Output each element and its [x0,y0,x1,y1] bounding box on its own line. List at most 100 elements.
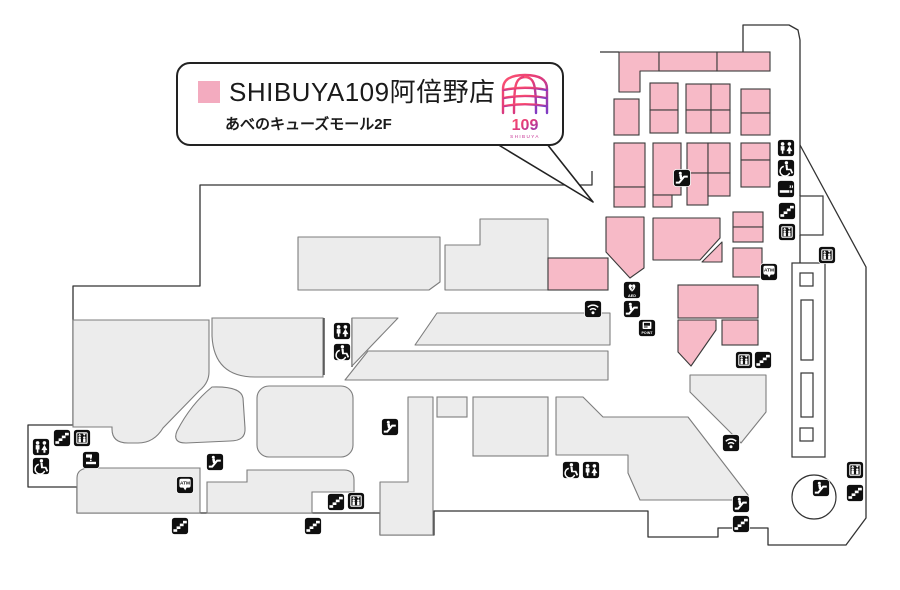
store-block [472,396,549,457]
shibuya109-area-block [613,142,646,188]
shibuya109-area-block [677,284,759,319]
logo-109-text: 109 [512,117,539,134]
smoking-icon [777,180,795,198]
shibuya109-area-block [732,211,764,228]
shibuya109-area-block [740,159,771,188]
shop-title: SHIBUYA109阿倍野店 [229,77,496,107]
shibuya109-building-glyph [501,73,549,115]
restroom-icon [333,322,351,340]
shibuya109-area-block [686,142,709,174]
escalator-icon [206,453,224,471]
shibuya109-area-block [707,172,731,197]
stairs-icon [778,202,796,220]
shibuya109-area-block [716,51,771,72]
escalator-icon [623,300,641,318]
shibuya109-area-block [613,186,646,208]
restroom-icon [32,438,50,456]
escalator-icon [812,479,830,497]
shibuya109-area-block [685,109,712,134]
store-block [444,218,549,291]
shibuya109-area-block [677,319,717,367]
fountain-icon [82,451,100,469]
wifi-icon [584,300,602,318]
elevator-icon [347,492,365,510]
shibuya109-area-block [710,83,731,111]
escalator-icon [673,169,691,187]
shop-location-subtitle: あべのキューズモール2F [225,116,392,133]
store-block [351,317,399,367]
shop-callout: SHIBUYA109阿倍野店 あべのキューズモール2F 109 SHIBUYA [176,62,564,146]
highlight-color-swatch [198,81,220,103]
shibuya109-area-block [658,51,718,72]
wheelchair-icon [562,461,580,479]
atm-icon: ATM [760,263,778,281]
store-block [436,396,468,418]
shibuya109-area-block [605,216,645,279]
stairs-icon [304,517,322,535]
shibuya109-area-block [740,112,771,136]
shibuya109-logo: 109 SHIBUYA [501,73,549,139]
stairs-icon [754,351,772,369]
building-outline [742,24,801,196]
elevator-icon [846,461,864,479]
stairwell-shaft [800,299,814,361]
shibuya109-area-block [732,247,763,278]
elevator-icon [818,246,836,264]
svg-text:AED: AED [628,294,636,298]
elevator-icon [778,223,796,241]
shibuya109-area-block [613,98,640,136]
stairs-icon [171,517,189,535]
store-block [72,319,210,444]
shibuya109-area-block [732,226,764,243]
restroom-icon [582,461,600,479]
point-icon: POINT [638,319,656,337]
aed-icon: AED [623,281,641,299]
shibuya109-area-block [547,257,609,291]
stairwell-shaft [799,272,814,287]
stairs-icon [732,515,750,533]
store-block [414,312,611,346]
shibuya109-area-block [652,194,673,208]
store-block [689,374,767,444]
escalator-icon [381,418,399,436]
wheelchair-icon [777,159,795,177]
stairwell-shaft [799,195,824,236]
store-block [256,385,354,458]
wifi-icon [722,434,740,452]
shibuya109-area-block [649,82,679,111]
stairwell-shaft [800,372,814,418]
stairs-icon [53,429,71,447]
shibuya109-area-block [652,142,682,196]
shibuya109-area-block [710,109,731,134]
store-block [206,469,355,514]
logo-brand-text: SHIBUYA [510,134,540,139]
escalator-icon [732,495,750,513]
store-block [297,236,441,291]
shibuya109-area-block [652,217,721,261]
svg-text:POINT: POINT [642,331,654,335]
shibuya109-area-block [649,109,679,134]
store-block [344,350,609,381]
stairs-icon [327,493,345,511]
store-block [211,317,324,378]
wheelchair-icon [333,343,351,361]
shibuya109-area-block [740,142,771,161]
elevator-icon [73,429,91,447]
stairwell-shaft [799,427,814,442]
store-block [379,396,434,536]
svg-text:ATM: ATM [180,481,190,487]
shibuya109-area-block [740,88,771,114]
wheelchair-icon [32,457,50,475]
atm-icon: ATM [176,476,194,494]
callout-tail [496,143,594,203]
stairs-icon [846,484,864,502]
store-block [175,386,246,444]
svg-text:ATM: ATM [764,268,774,274]
restroom-icon [777,139,795,157]
shibuya109-area-block [707,142,731,174]
shibuya109-area-block [701,241,723,263]
elevator-icon [735,351,753,369]
shibuya109-area-block [721,319,759,346]
